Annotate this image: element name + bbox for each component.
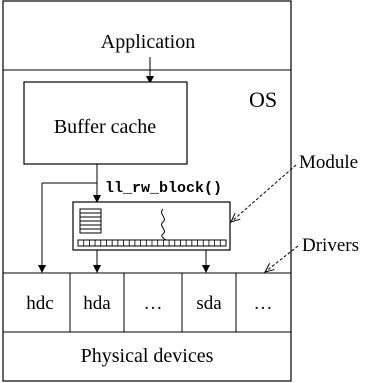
application-label: Application [101, 31, 195, 53]
driver-ellipsis-label: … [144, 293, 163, 314]
drivers-callout-line [265, 245, 299, 272]
function-label: ll_rw_block() [105, 180, 222, 197]
module-callout-line [231, 164, 297, 222]
module-label: Module [299, 152, 358, 173]
outer-frame [2, 0, 292, 382]
driver-ellipsis-label: … [254, 293, 273, 314]
drivers-label: Drivers [302, 235, 359, 256]
module-cell-bar [77, 239, 227, 247]
physical-devices-label: Physical devices [81, 345, 214, 367]
buffer-cache-box [23, 81, 188, 165]
squiggle-icon [161, 208, 167, 241]
table-icon [79, 208, 102, 234]
driver-hdc-label: hdc [26, 293, 53, 314]
driver-hda-label: hda [83, 293, 111, 314]
buffer-cache-label: Buffer cache [54, 116, 156, 138]
driver-sda-label: sda [196, 293, 222, 314]
os-label: OS [249, 87, 277, 112]
